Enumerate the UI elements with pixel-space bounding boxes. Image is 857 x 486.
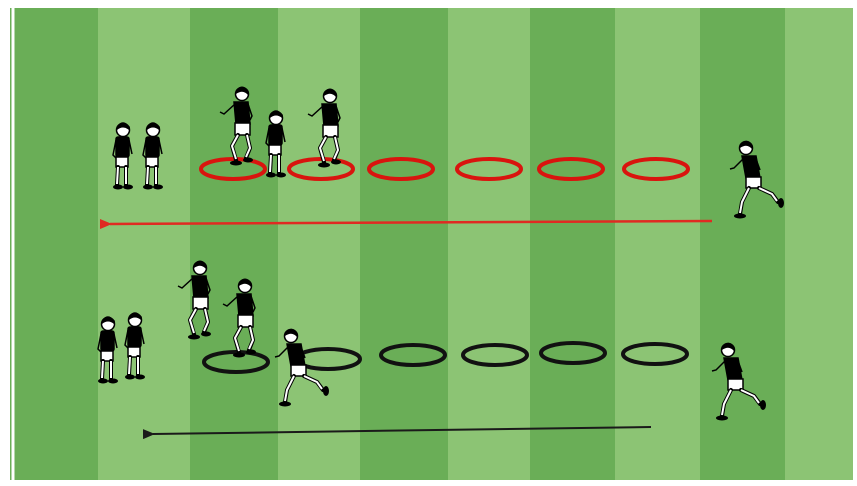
pitch-stripe [448,8,530,480]
pitch-stripe [360,8,448,480]
pitch-stripe [700,8,785,480]
pitch-stripe [278,8,360,480]
pitch-stripes [10,8,853,480]
soccer-pitch [10,8,853,480]
pitch-stripe [785,8,853,480]
pitch-stripe [98,8,190,480]
pitch-canvas [10,8,853,480]
pitch-stripe [530,8,615,480]
pitch-stripe [190,8,278,480]
pitch-stripe [615,8,700,480]
pitch-stripe [10,8,98,480]
